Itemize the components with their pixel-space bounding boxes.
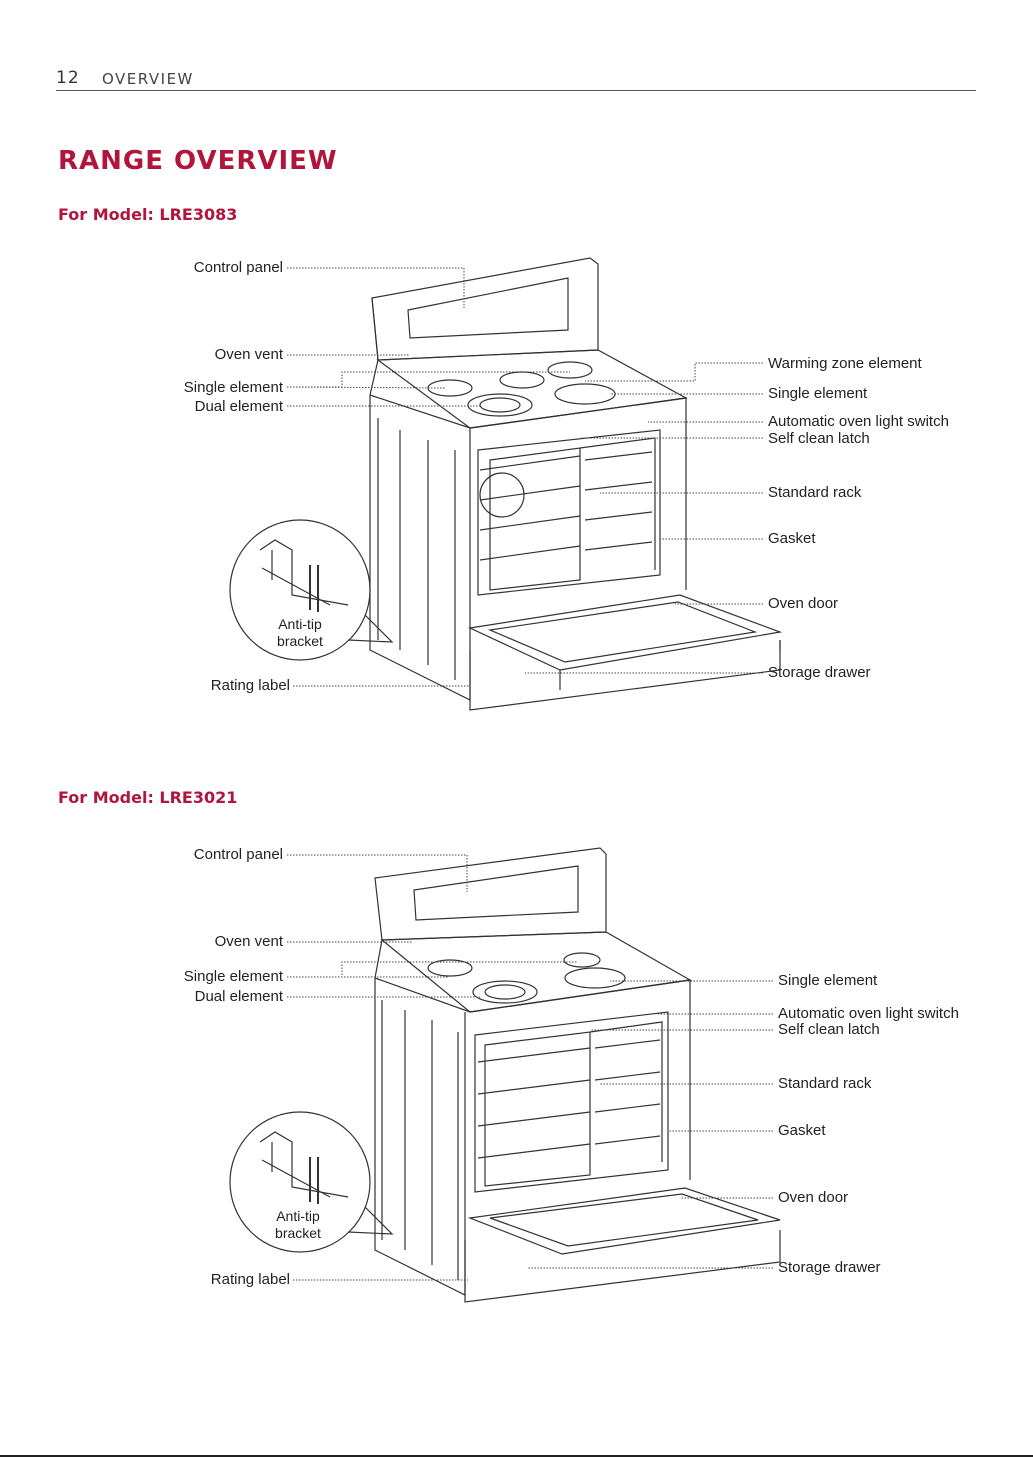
range-diagram-lre3083: Control panel Oven vent Single element D… bbox=[0, 250, 1033, 720]
page-title: RANGE OVERVIEW bbox=[58, 146, 338, 176]
range-diagram-lre3021: Control panel Oven vent Single element D… bbox=[0, 840, 1033, 1310]
callout-oven-vent: Oven vent bbox=[214, 933, 283, 950]
section-name: OVERVIEW bbox=[102, 70, 194, 88]
callout-rating-label: Rating label bbox=[210, 677, 290, 694]
callout-single-element-right: Single element bbox=[778, 972, 878, 989]
callout-control-panel: Control panel bbox=[193, 259, 283, 276]
page-number: 12 bbox=[56, 68, 80, 88]
callout-rating-label: Rating label bbox=[210, 1271, 290, 1288]
callout-storage-drawer: Storage drawer bbox=[768, 664, 871, 681]
callout-oven-door: Oven door bbox=[768, 595, 839, 612]
callout-single-element-left: Single element bbox=[183, 968, 283, 985]
model-heading-lre3083: For Model: LRE3083 bbox=[58, 205, 238, 224]
bottom-rule bbox=[0, 1455, 1033, 1457]
callout-oven-vent: Oven vent bbox=[214, 346, 283, 363]
callout-gasket: Gasket bbox=[778, 1122, 826, 1139]
callout-warming-zone-element: Warming zone element bbox=[768, 355, 922, 372]
callout-standard-rack: Standard rack bbox=[778, 1075, 872, 1092]
callout-self-clean-latch: Self clean latch bbox=[768, 430, 870, 447]
callout-dual-element: Dual element bbox=[194, 988, 283, 1005]
range-illustration bbox=[229, 257, 783, 711]
range-illustration bbox=[229, 847, 781, 1303]
callout-single-element-left: Single element bbox=[183, 379, 283, 396]
callout-single-element-right: Single element bbox=[768, 385, 868, 402]
callout-control-panel: Control panel bbox=[193, 846, 283, 863]
callout-storage-drawer: Storage drawer bbox=[778, 1259, 881, 1276]
callout-self-clean-latch: Self clean latch bbox=[778, 1021, 880, 1038]
model-heading-lre3021: For Model: LRE3021 bbox=[58, 788, 238, 807]
page-header: 12 OVERVIEW bbox=[56, 66, 976, 91]
callout-oven-light-switch: Automatic oven light switch bbox=[778, 1005, 959, 1022]
callout-dual-element: Dual element bbox=[194, 398, 283, 415]
callout-oven-light-switch: Automatic oven light switch bbox=[768, 413, 949, 430]
callout-standard-rack: Standard rack bbox=[768, 484, 862, 501]
callout-oven-door: Oven door bbox=[778, 1189, 849, 1206]
callout-gasket: Gasket bbox=[768, 530, 816, 547]
